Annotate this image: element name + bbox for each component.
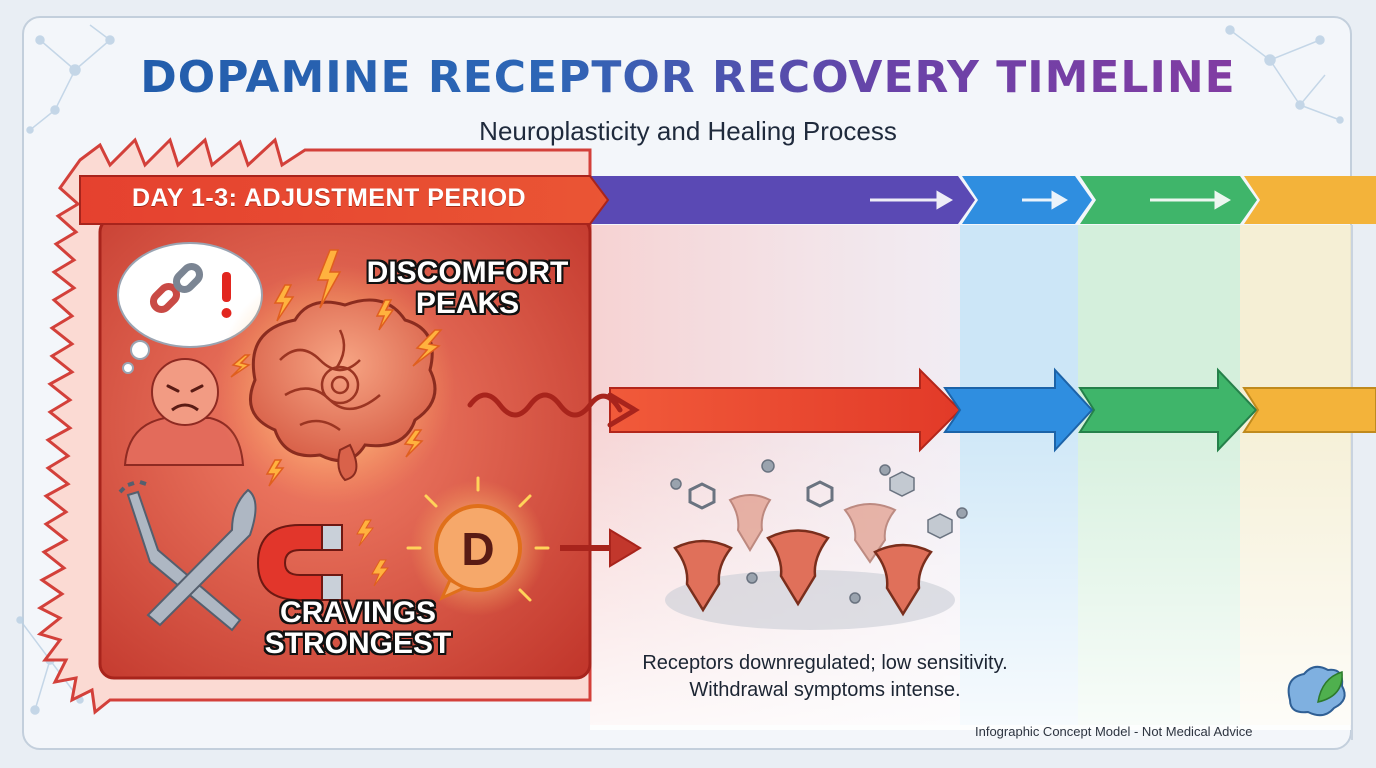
arrow-segment-red	[609, 367, 962, 453]
page-subtitle: Neuroplasticity and Healing Process	[479, 116, 897, 146]
badge-letter: D	[461, 523, 494, 575]
arrow-segment-blue	[943, 367, 1094, 453]
panel-header-ribbon	[79, 175, 610, 225]
fork-knife-icon	[118, 480, 257, 632]
molecule-icon	[670, 459, 968, 604]
header-chevrons	[590, 176, 1376, 224]
lightning-icon	[230, 249, 443, 487]
arrow-segment-green	[1078, 367, 1258, 453]
thought-bubble	[117, 242, 263, 374]
brain-leaf-logo-icon	[1287, 665, 1346, 717]
alert-icon	[222, 272, 231, 302]
phase-description-line1: Receptors downregulated; low sensitivity…	[642, 652, 1008, 674]
squiggle-connector	[467, 392, 623, 418]
broken-chain-icon	[149, 262, 204, 314]
arrow-segment-yellow	[1242, 387, 1376, 433]
callout-discomfort-peaks: DISCOMFORT PEAKS	[366, 256, 569, 320]
phase-header: DAY 1-3: ADJUSTMENT PERIOD	[132, 184, 527, 212]
phase-description-line2: Withdrawal symptoms intense.	[689, 679, 961, 701]
chevron-purple	[590, 176, 975, 224]
receptor-icon	[728, 494, 897, 564]
chevron-yellow	[1244, 176, 1376, 224]
page-title: DOPAMINE RECEPTOR RECOVERY TIMELINE	[0, 52, 1376, 103]
receptor-cluster	[665, 459, 968, 630]
disclaimer-note: Infographic Concept Model - Not Medical …	[975, 724, 1253, 739]
distressed-person-icon	[123, 358, 245, 466]
phase-description: Receptors downregulated; low sensitivity…	[590, 650, 1060, 704]
receptor-icon	[673, 529, 933, 617]
magnet-icon	[256, 524, 343, 601]
brain-icon	[249, 298, 437, 482]
callout-cravings-strongest: CRAVINGS STRONGEST	[264, 596, 452, 660]
dopamine-badge-icon: D	[434, 504, 522, 601]
progression-arrow	[609, 367, 1376, 453]
